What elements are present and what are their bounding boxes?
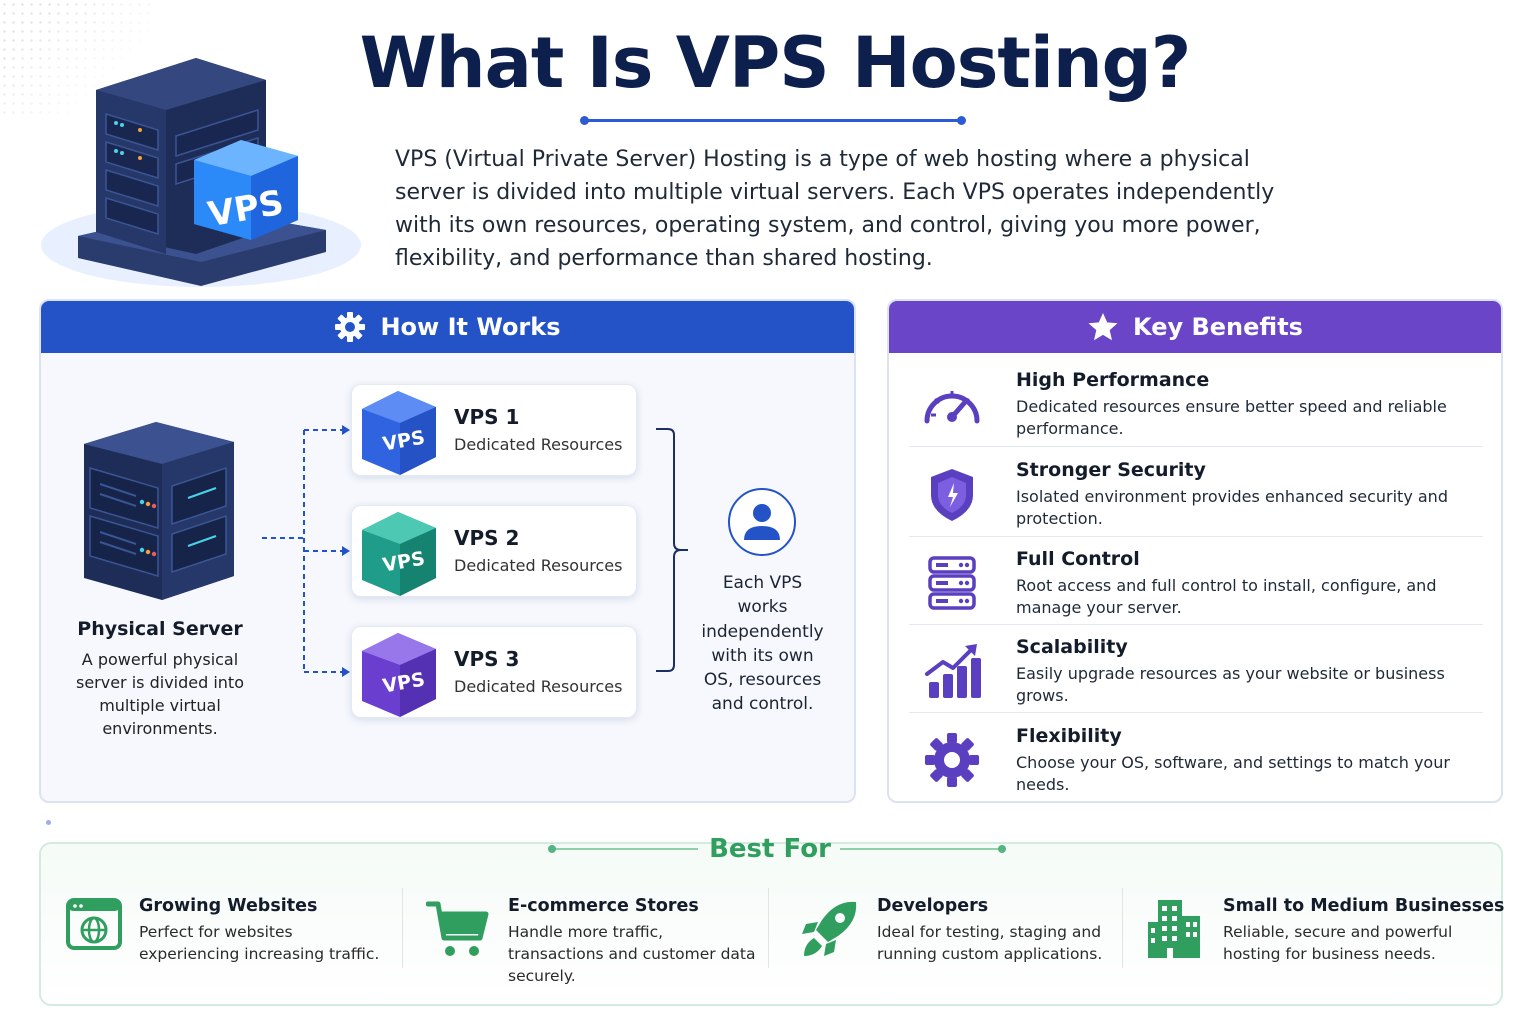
vps-3-cube-icon: VPS — [362, 633, 436, 717]
separator — [402, 888, 403, 968]
gear-icon — [335, 312, 366, 342]
connector-lines — [262, 425, 350, 677]
browser-globe-icon — [66, 898, 122, 950]
benefit-description: Isolated environment provides enhanced s… — [1016, 487, 1448, 528]
benefit-title: High Performance — [1016, 369, 1210, 391]
physical-server-label: Physical Server — [77, 618, 243, 640]
best-for-item-title: Small to Medium Businesses — [1223, 896, 1505, 916]
separator — [1122, 888, 1123, 968]
vps-3-card: VPS VPS 3 Dedicated Resources — [351, 626, 637, 718]
best-for-panel — [39, 842, 1503, 1006]
each-vps-note: Each VPS works independently with its ow… — [701, 573, 824, 715]
best-for-developers: Developers Ideal for testing, staging an… — [877, 892, 1117, 972]
page-title: What Is VPS Hosting? — [359, 22, 1192, 104]
divider — [909, 536, 1483, 537]
star-icon — [1088, 313, 1118, 341]
building-icon — [1148, 900, 1200, 958]
vps-2-resources: Dedicated Resources — [454, 556, 623, 575]
benefit-description: Root access and full control to install,… — [1016, 576, 1437, 617]
how-it-works-title: How It Works — [380, 313, 561, 341]
best-for-item-description: Perfect for websites experiencing increa… — [139, 923, 380, 963]
best-for-small-medium-businesses: Small to Medium Businesses Reliable, sec… — [1223, 892, 1504, 972]
vps-2-name: VPS 2 — [454, 526, 520, 550]
hero-server-illustration: VPS — [41, 58, 361, 287]
benefit-title: Stronger Security — [1016, 459, 1206, 481]
physical-server-description: A powerful physical server is divided in… — [75, 650, 244, 738]
speedometer-icon — [924, 391, 980, 424]
benefit-stronger-security: Stronger Security Isolated environment p… — [909, 453, 1483, 543]
divider — [909, 712, 1483, 713]
vps-3-resources: Dedicated Resources — [454, 677, 623, 696]
vps-1-card: VPS VPS 1 Dedicated Resources — [351, 384, 637, 476]
vps-1-cube-icon: VPS — [362, 391, 436, 475]
key-benefits-title: Key Benefits — [1133, 313, 1303, 341]
vps-1-resources: Dedicated Resources — [454, 435, 623, 454]
intro-paragraph: VPS (Virtual Private Server) Hosting is … — [395, 147, 1275, 271]
best-for-item-description: Reliable, secure and powerful hosting fo… — [1223, 923, 1453, 963]
benefit-description: Easily upgrade resources as your website… — [1016, 664, 1445, 705]
benefit-description: Dedicated resources ensure better speed … — [1016, 397, 1447, 438]
benefit-high-performance: High Performance Dedicated resources ens… — [909, 363, 1483, 453]
best-for-item-description: Ideal for testing, staging and running c… — [877, 923, 1103, 963]
best-for-line-right — [840, 845, 1006, 853]
divider — [909, 446, 1483, 447]
best-for-item-title: E-commerce Stores — [508, 896, 699, 916]
server-stack-icon — [928, 556, 976, 610]
divider — [909, 624, 1483, 625]
decorative-dot — [46, 820, 51, 825]
benefit-flexibility: Flexibility Choose your OS, software, an… — [909, 719, 1483, 801]
key-benefits-header: Key Benefits — [889, 301, 1501, 353]
vps-2-card: VPS VPS 2 Dedicated Resources — [351, 505, 637, 597]
best-for-line-left — [548, 845, 698, 853]
growth-chart-icon — [925, 644, 981, 698]
how-it-works-header: How It Works — [41, 301, 854, 353]
benefit-full-control: Full Control Root access and full contro… — [909, 542, 1483, 632]
cart-icon — [426, 901, 489, 956]
shield-icon — [931, 469, 973, 521]
best-for-growing-websites: Growing Websites Perfect for websites ex… — [139, 892, 399, 972]
benefit-scalability: Scalability Easily upgrade resources as … — [909, 630, 1483, 720]
group-bracket — [656, 428, 688, 672]
benefit-description: Choose your OS, software, and settings t… — [1016, 753, 1450, 794]
key-benefits-panel: Key Benefits High Performance Dedicated … — [887, 299, 1503, 803]
physical-server-icon — [84, 422, 234, 600]
vps-1-name: VPS 1 — [454, 405, 520, 429]
best-for-title: Best For — [709, 834, 831, 864]
rocket-icon — [802, 901, 857, 956]
title-underline — [580, 116, 966, 125]
best-for-item-title: Growing Websites — [139, 896, 318, 916]
benefit-title: Flexibility — [1016, 725, 1122, 747]
vps-3-name: VPS 3 — [454, 647, 520, 671]
best-for-ecommerce: E-commerce Stores Handle more traffic, t… — [508, 892, 768, 985]
benefit-title: Full Control — [1016, 548, 1140, 570]
gear-icon — [925, 733, 979, 787]
benefit-title: Scalability — [1016, 636, 1128, 658]
user-icon — [728, 488, 796, 556]
best-for-item-title: Developers — [877, 896, 989, 916]
vps-2-cube-icon: VPS — [362, 512, 436, 596]
separator — [768, 888, 769, 968]
best-for-item-description: Handle more traffic, transactions and cu… — [508, 923, 756, 985]
